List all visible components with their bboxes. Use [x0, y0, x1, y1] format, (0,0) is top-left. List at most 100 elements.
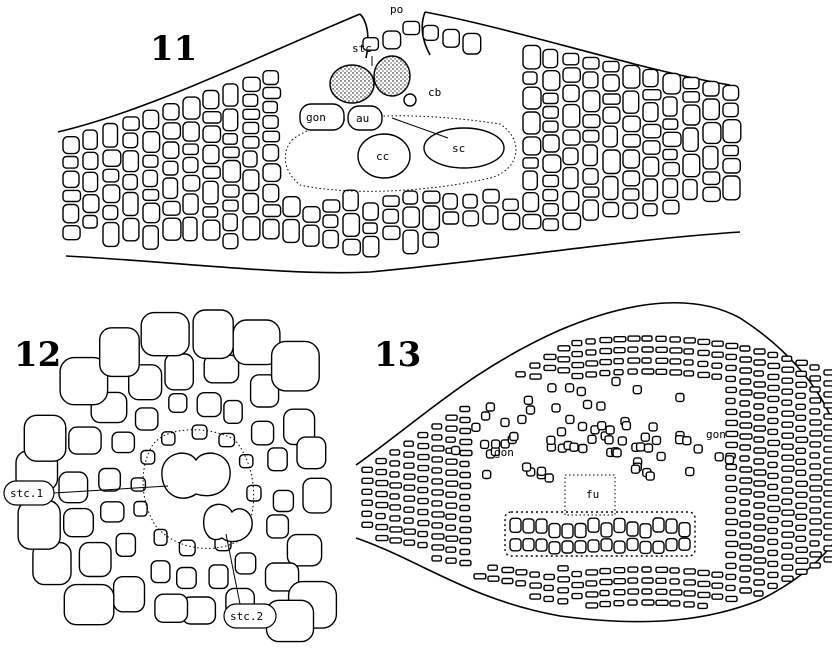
fig13-cortical-cell: [656, 567, 668, 572]
fig13-cortical-cell: [726, 475, 736, 480]
fig13-cortical-cell: [516, 570, 527, 575]
fig13-cortical-cell: [502, 568, 514, 573]
fig13-cortical-cell: [390, 538, 401, 543]
fig11-cortical-cell: [283, 220, 299, 243]
fig13-cortical-cell: [740, 423, 752, 428]
fig11-cortical-cell: [703, 99, 719, 120]
fig11-cortical-cell: [323, 230, 338, 247]
fig13-cortical-cell: [586, 603, 598, 608]
fig13-cortical-cell: [740, 346, 750, 351]
fig11-cortical-cell: [523, 171, 537, 190]
fig11-cortical-cell: [683, 105, 700, 125]
fig13-cortical-cell: [544, 596, 553, 601]
fig13-gonimoblast-cell: [597, 402, 605, 410]
fig13-cortical-cell: [418, 444, 429, 449]
fig13-cortical-cell: [586, 361, 598, 366]
fig11-cortical-cell: [583, 72, 598, 88]
fig13-cortical-cell: [754, 448, 766, 453]
fig13-cortical-cell: [754, 492, 764, 497]
fig13-cortical-cell: [810, 530, 821, 535]
fig11-cortical-cell: [423, 25, 438, 40]
fig13-cortical-cell: [796, 393, 805, 398]
fig11-cortical-cell: [303, 207, 320, 223]
fig11-cortical-cell: [203, 207, 218, 217]
fig13-cortical-cell: [796, 558, 808, 563]
fig13-cortical-cell: [376, 525, 388, 530]
fig12-cell: [252, 421, 274, 445]
fig13-gonimoblast-cell: [558, 428, 566, 436]
fig12-cell: [114, 577, 145, 612]
fig13-cortical-cell: [824, 535, 832, 540]
fig13-cortical-cell: [572, 572, 581, 577]
fig13-cortical-cell: [782, 554, 793, 559]
fig13-cortical-cell: [656, 589, 667, 594]
fig13-cortical-cell: [810, 497, 821, 502]
fig13-cortical-cell: [740, 566, 751, 571]
fig11-cortical-cell: [563, 68, 580, 82]
fig11-cortical-cell: [723, 146, 738, 156]
fig12-cell: [64, 585, 114, 625]
fig13-cortical-cell: [810, 387, 820, 392]
fig13-cortical-cell: [390, 527, 402, 532]
fig12-cell: [273, 490, 293, 511]
fig13-cortical-cell: [628, 589, 639, 594]
fig13-cortical-cell: [390, 483, 401, 488]
fig12-cell: [100, 328, 140, 377]
fig11-cortical-cell: [623, 189, 639, 200]
fig12-cell: [18, 501, 60, 550]
fig13-gonimoblast-cell: [622, 422, 630, 430]
fig13-cortical-cell: [376, 503, 388, 508]
fig11-cortical-cell: [103, 206, 118, 220]
fig13-cortical-cell: [782, 576, 793, 581]
fig11-cortical-cell: [103, 169, 119, 182]
fig13-cortical-cell: [432, 501, 442, 506]
fig11-cortical-cell: [263, 71, 278, 85]
fig12-cell: [154, 529, 167, 545]
fig13-floor-cell: [523, 539, 534, 551]
fig13-cortical-cell: [558, 346, 570, 351]
fig13-cortical-cell: [740, 467, 752, 472]
fig13-cortical-cell: [726, 387, 736, 392]
fig13-cortical-cell: [698, 339, 710, 344]
fig13-cortical-cell: [754, 437, 764, 442]
fig13-gonimoblast-cell: [579, 445, 587, 453]
fig11-cortical-cell: [703, 146, 718, 169]
fig11-cortical-cell: [203, 167, 220, 179]
fig11-cortical-cell: [263, 205, 281, 217]
fig11-cortical-cell: [643, 157, 659, 176]
fig12-cell: [268, 448, 287, 471]
fig11-cortical-cell: [543, 155, 561, 172]
fig13-cortical-cell: [460, 473, 470, 478]
fig12-cell: [101, 502, 124, 522]
fig13-cortical-cell: [768, 517, 778, 522]
fig13-cortical-cell: [712, 572, 723, 577]
fig11-cortical-cell: [263, 116, 278, 129]
fig12-cell: [64, 509, 94, 537]
fig11-cortical-cell: [63, 205, 79, 223]
fig11-cortical-cell: [523, 72, 537, 84]
fig11-cortical-cell: [223, 84, 238, 106]
fig11-cortical-cell: [663, 97, 677, 116]
fig13-cortical-cell: [698, 592, 710, 597]
fig11-cortical-cell: [563, 130, 580, 145]
fig13-cortical-cell: [376, 459, 386, 464]
fig13-cortical-cell: [684, 580, 695, 585]
fig13-cortical-cell: [740, 533, 750, 538]
fig13-cortical-cell: [824, 502, 832, 507]
fig13-cortical-cell: [614, 601, 624, 606]
fig13-cortical-cells: [362, 336, 832, 608]
fig13-cortical-cell: [614, 348, 625, 353]
fig11-cortical-cell: [663, 163, 679, 176]
fig11-cortical-cell: [643, 69, 658, 86]
fig13-cortical-cell: [670, 359, 681, 364]
fig13-gonimoblast-cell: [482, 412, 490, 420]
fig13-floor-cell: [523, 519, 534, 533]
fig13-cortical-cell: [768, 374, 779, 379]
fig11-cortical-cell: [683, 92, 699, 102]
fig13-gonimoblast-cell: [676, 394, 684, 402]
fig12-cell: [24, 415, 66, 461]
fig11-label-sc: sc: [452, 142, 465, 155]
fig13-cortical-cell: [740, 412, 751, 417]
fig13-floor-cell: [627, 522, 638, 536]
fig11-cortical-cell: [203, 220, 220, 240]
